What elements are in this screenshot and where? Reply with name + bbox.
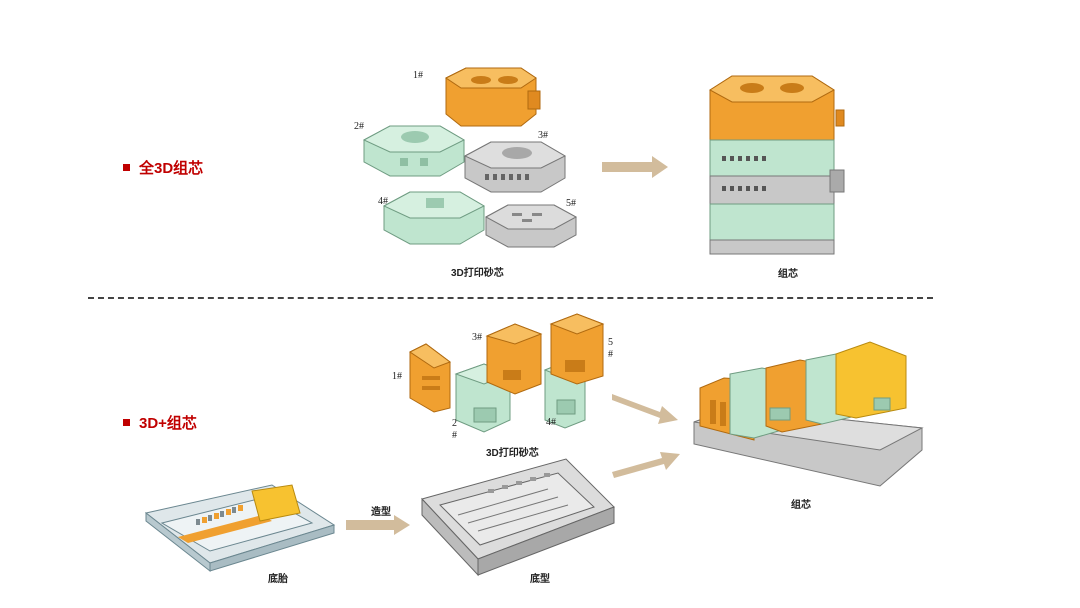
- top-core-3-image: [463, 141, 567, 193]
- section-title-full-3d: 全3D组芯: [123, 157, 203, 178]
- top-part-number-5: 5#: [566, 198, 576, 209]
- bottom-part-number-1: 1#: [392, 371, 402, 382]
- bottom-assembly-caption: 组芯: [791, 500, 811, 511]
- top-assembly-image: [709, 75, 845, 255]
- top-arrow-icon: [602, 156, 668, 178]
- bottom-part-number-2: 2: [452, 418, 457, 429]
- bullet-square-icon: [123, 418, 130, 426]
- bottom-part-number-4: 4#: [546, 417, 556, 428]
- top-core-4-image: [382, 191, 486, 245]
- bullet-square-icon: [123, 163, 130, 171]
- bottom-core-5-image: [549, 313, 605, 385]
- bottom-arrow-lower-icon: [612, 452, 680, 478]
- bottom-part-number-2-hash: #: [452, 430, 457, 441]
- bottom-parts-caption: 3D打印砂芯: [486, 448, 539, 459]
- base-mold-caption: 底型: [530, 574, 550, 585]
- top-part-number-2: 2#: [354, 121, 364, 132]
- top-part-number-4: 4#: [378, 196, 388, 207]
- bottom-part-number-5-hash: #: [608, 349, 613, 360]
- base-pattern-image: [144, 484, 336, 573]
- bottom-assembly-image: [693, 341, 924, 487]
- base-mold-image: [421, 458, 615, 577]
- process-arrow-icon: [346, 515, 410, 535]
- top-assembly-caption: 组芯: [778, 269, 798, 280]
- base-pattern-caption: 底胎: [268, 574, 288, 585]
- top-core-2-image: [362, 125, 466, 177]
- bottom-part-number-5: 5: [608, 337, 613, 348]
- top-core-5-image: [484, 204, 578, 248]
- top-part-number-3: 3#: [538, 130, 548, 141]
- bottom-core-3-image: [485, 323, 543, 395]
- process-label: 造型: [371, 507, 391, 518]
- section-divider: [88, 297, 933, 299]
- top-core-1-image: [445, 67, 541, 127]
- bottom-arrow-upper-icon: [612, 394, 678, 424]
- bottom-part-number-3: 3#: [472, 332, 482, 343]
- bottom-core-1-image: [409, 343, 452, 413]
- section-title-3d-plus: 3D+组芯: [123, 412, 197, 433]
- top-part-number-1: 1#: [413, 70, 423, 81]
- top-parts-caption: 3D打印砂芯: [451, 268, 504, 279]
